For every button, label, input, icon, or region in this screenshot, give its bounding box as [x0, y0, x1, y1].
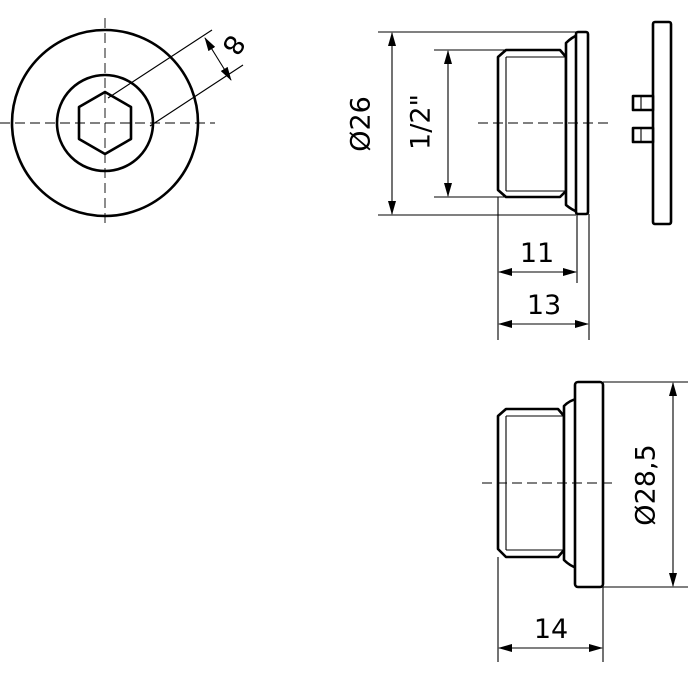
end-view-tab-lower [631, 126, 655, 144]
hex-dim-line [204, 37, 232, 81]
variant-length-dim-text: 14 [534, 614, 568, 645]
hex-ext-line-1 [107, 29, 213, 99]
thread-length-dim-text: 11 [520, 238, 554, 269]
variant-side-view: Ø28,5 14 [482, 380, 688, 662]
end-view-flange [651, 20, 673, 226]
front-view: 8 [0, 18, 251, 228]
hex-dim-text: 8 [215, 29, 250, 60]
total-length-dim-text: 13 [527, 290, 561, 321]
flange-dim-text: Ø28,5 [631, 444, 662, 525]
end-view-tab-upper [631, 94, 655, 112]
variant-head-flange [573, 380, 605, 589]
od-dim-text: Ø26 [346, 96, 377, 152]
thread-body [496, 48, 568, 199]
thread-dim-text: 1/2" [406, 94, 437, 150]
end-view [631, 20, 673, 226]
side-view: Ø26 1/2" 11 13 [346, 30, 612, 340]
